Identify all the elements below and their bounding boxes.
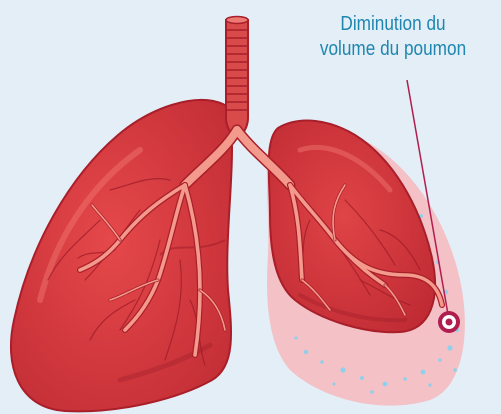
trachea	[226, 17, 248, 139]
annotation-marker	[438, 311, 460, 333]
annotation-line-1: Diminution du	[307, 12, 479, 37]
annotation-line-2: volume du poumon	[307, 37, 479, 62]
annotation-label: Diminution du volume du poumon	[307, 12, 479, 62]
